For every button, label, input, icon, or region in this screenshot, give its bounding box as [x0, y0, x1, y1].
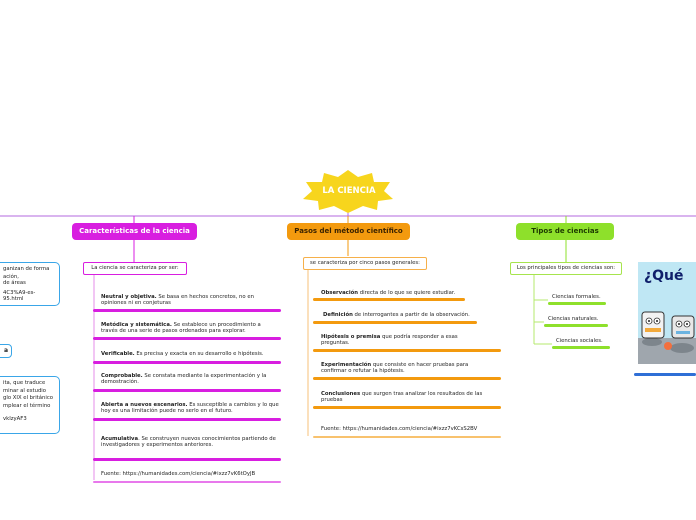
- item-bold: Acumulativa: [101, 436, 139, 442]
- left-box2-line: glo XIX el británico: [3, 395, 53, 401]
- left-info-box-2[interactable]: ita, que traduce minar al estudio glo XI…: [0, 376, 60, 434]
- item-text: Se establece un procedimiento a través d…: [101, 322, 261, 335]
- item-text: Se basa en hechos concretos, no en opini…: [101, 294, 254, 307]
- item-text: . Se construyen nuevos conocimientos par…: [101, 436, 276, 449]
- item-text: directa de lo que se quiere estudiar.: [358, 290, 456, 296]
- item-bold: Definición: [323, 312, 353, 318]
- branch-tipos[interactable]: Tipos de ciencias: [516, 223, 614, 240]
- item-underline: [93, 389, 281, 392]
- caracteristicas-source[interactable]: Fuente: https://humanidades.com/ciencia/…: [101, 471, 256, 477]
- item-underline: [552, 346, 610, 349]
- paso-item-1[interactable]: Observación directa de lo que se quiere …: [321, 290, 497, 296]
- cartoon-image[interactable]: ¿Qué: [638, 262, 696, 364]
- item-text: que podría responder a esas preguntas.: [321, 334, 458, 347]
- tipo-item-3[interactable]: Ciencias sociales.: [556, 338, 603, 344]
- caracteristica-item-5[interactable]: Abierta a nuevos escenarios. Es suscepti…: [101, 402, 281, 415]
- left-box1-line: 4C3%A9-es-: [3, 289, 36, 296]
- item-underline: [313, 349, 501, 352]
- item-underline: [93, 361, 281, 364]
- left-box1-line: ganizan de forma: [3, 266, 50, 272]
- item-underline: [313, 298, 465, 301]
- root-node-title[interactable]: LA CIENCIA: [322, 186, 376, 196]
- left-box1-line: 95.html: [3, 296, 24, 302]
- item-underline: [93, 481, 281, 483]
- caracteristica-item-6[interactable]: Acumulativa. Se construyen nuevos conoci…: [101, 436, 281, 449]
- item-bold: Comprobable.: [101, 373, 143, 379]
- left-box2-line: ita, que traduce: [3, 380, 46, 386]
- left-box1-line: de áreas: [3, 280, 26, 286]
- image-underline: [634, 373, 696, 376]
- tipos-subtitle[interactable]: Los principales tipos de ciencias son:: [510, 262, 622, 275]
- item-bold: Hipótesis o premisa: [321, 334, 381, 340]
- item-bold: Observación: [321, 290, 359, 296]
- item-underline: [313, 406, 501, 409]
- item-text: Es susceptible a cambios y lo que hoy es…: [101, 402, 279, 415]
- paso-item-3[interactable]: Hipótesis o premisa que podría responder…: [321, 334, 471, 347]
- paso-item-2[interactable]: Definición de interrogantes a partir de …: [323, 312, 499, 318]
- branch-pasos[interactable]: Pasos del método científico: [287, 223, 410, 240]
- item-text: que consiste en hacer pruebas para confi…: [321, 362, 469, 375]
- caracteristica-item-2[interactable]: Metódica y sistemática. Se establece un …: [101, 322, 267, 335]
- item-underline: [313, 436, 501, 438]
- item-bold: Abierta a nuevos escenarios.: [101, 402, 188, 408]
- caracteristica-item-4[interactable]: Comprobable. Se constata mediante la exp…: [101, 373, 281, 386]
- item-bold: Metódica y sistemática.: [101, 322, 172, 328]
- cartoon-caption: ¿Qué: [644, 268, 684, 284]
- item-underline: [548, 302, 606, 305]
- item-bold: Conclusiones: [321, 391, 361, 397]
- item-text: de interrogantes a partir de la observac…: [352, 312, 470, 318]
- branch-caracteristicas[interactable]: Características de la ciencia: [72, 223, 197, 240]
- paso-item-5[interactable]: Conclusiones que surgen tras analizar lo…: [321, 391, 493, 404]
- caracteristica-item-1[interactable]: Neutral y objetiva. Se basa en hechos co…: [101, 294, 267, 307]
- item-bold: Neutral y objetiva.: [101, 294, 157, 300]
- paso-item-4[interactable]: Experimentación que consiste en hacer pr…: [321, 362, 491, 375]
- left-info-box-1[interactable]: ganizan de forma ación, de áreas 4C3%A9-…: [0, 262, 60, 306]
- root-node-shape: [303, 170, 393, 213]
- left-box2-line: vkIzyAF3: [3, 416, 27, 422]
- item-underline: [93, 458, 281, 461]
- caracteristica-item-3[interactable]: Verificable. Es precisa y exacta en su d…: [101, 351, 281, 357]
- pasos-subtitle[interactable]: se caracteriza por cinco pasos generales…: [303, 257, 427, 270]
- cartoon-illustration: [638, 311, 696, 364]
- item-text: Es precisa y exacta en su desarrollo e h…: [134, 351, 264, 357]
- item-text: Se constata mediante la experimentación …: [101, 373, 267, 386]
- item-underline: [313, 377, 501, 380]
- left-box2-line: minar al estudio: [3, 387, 47, 394]
- left-topic-label[interactable]: a: [0, 344, 12, 358]
- item-underline: [93, 337, 281, 340]
- caracteristicas-subtitle[interactable]: La ciencia se caracteriza por ser:: [83, 262, 187, 275]
- pasos-source[interactable]: Fuente: https://humanidades.com/ciencia/…: [321, 426, 478, 432]
- left-box2-line: mplear el término: [3, 402, 51, 409]
- item-underline: [544, 324, 608, 327]
- item-bold: Experimentación: [321, 362, 372, 368]
- left-box1-line: ación,: [3, 273, 19, 280]
- tipo-item-1[interactable]: Ciencias formales.: [552, 294, 601, 300]
- item-bold: Verificable.: [101, 351, 135, 357]
- item-text: que surgen tras analizar los resultados …: [321, 391, 483, 404]
- tipo-item-2[interactable]: Ciencias naturales.: [548, 316, 599, 322]
- item-underline: [313, 321, 477, 324]
- item-underline: [93, 309, 281, 312]
- item-underline: [93, 418, 281, 421]
